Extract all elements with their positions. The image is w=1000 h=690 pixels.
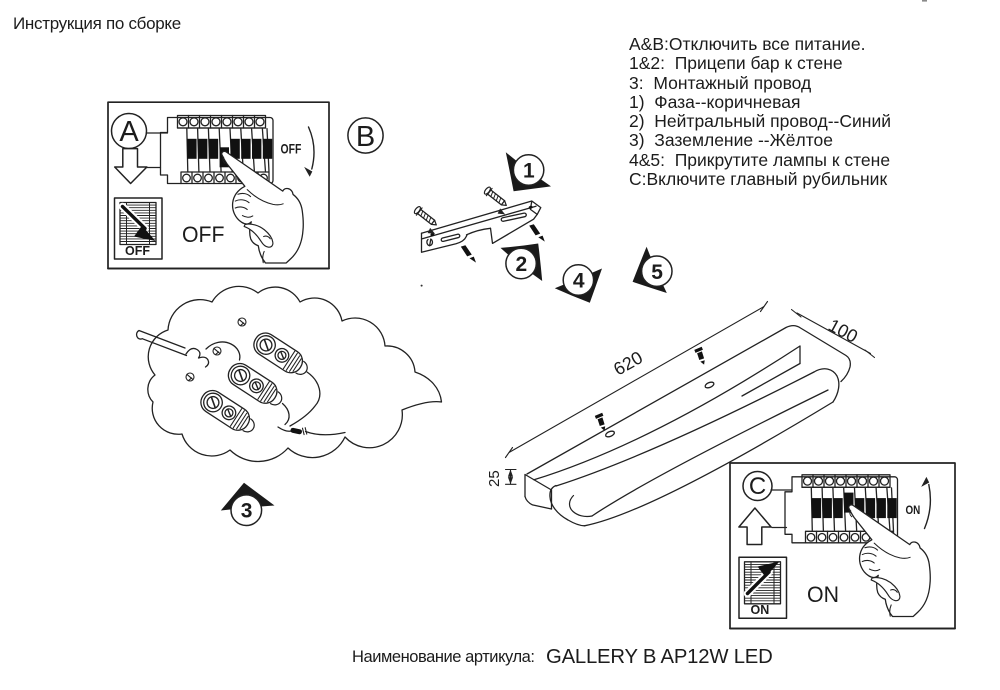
svg-text:C: C <box>749 473 766 500</box>
svg-text:100: 100 <box>825 315 861 347</box>
svg-text:2: 2 <box>516 253 528 276</box>
svg-text:4: 4 <box>573 270 585 293</box>
svg-text:A: A <box>119 116 139 148</box>
svg-text:5: 5 <box>651 261 663 284</box>
svg-text:1: 1 <box>523 160 535 183</box>
svg-text:OFF: OFF <box>182 222 225 247</box>
svg-text:620: 620 <box>610 347 646 379</box>
svg-text:25: 25 <box>486 470 503 487</box>
svg-text:OFF: OFF <box>125 244 150 258</box>
svg-text:OFF: OFF <box>281 142 302 157</box>
svg-text:ON: ON <box>751 603 770 617</box>
svg-text:B: B <box>356 121 375 153</box>
svg-text:ON: ON <box>906 503 921 517</box>
svg-text:3: 3 <box>241 500 253 523</box>
svg-text:ON: ON <box>807 582 839 607</box>
